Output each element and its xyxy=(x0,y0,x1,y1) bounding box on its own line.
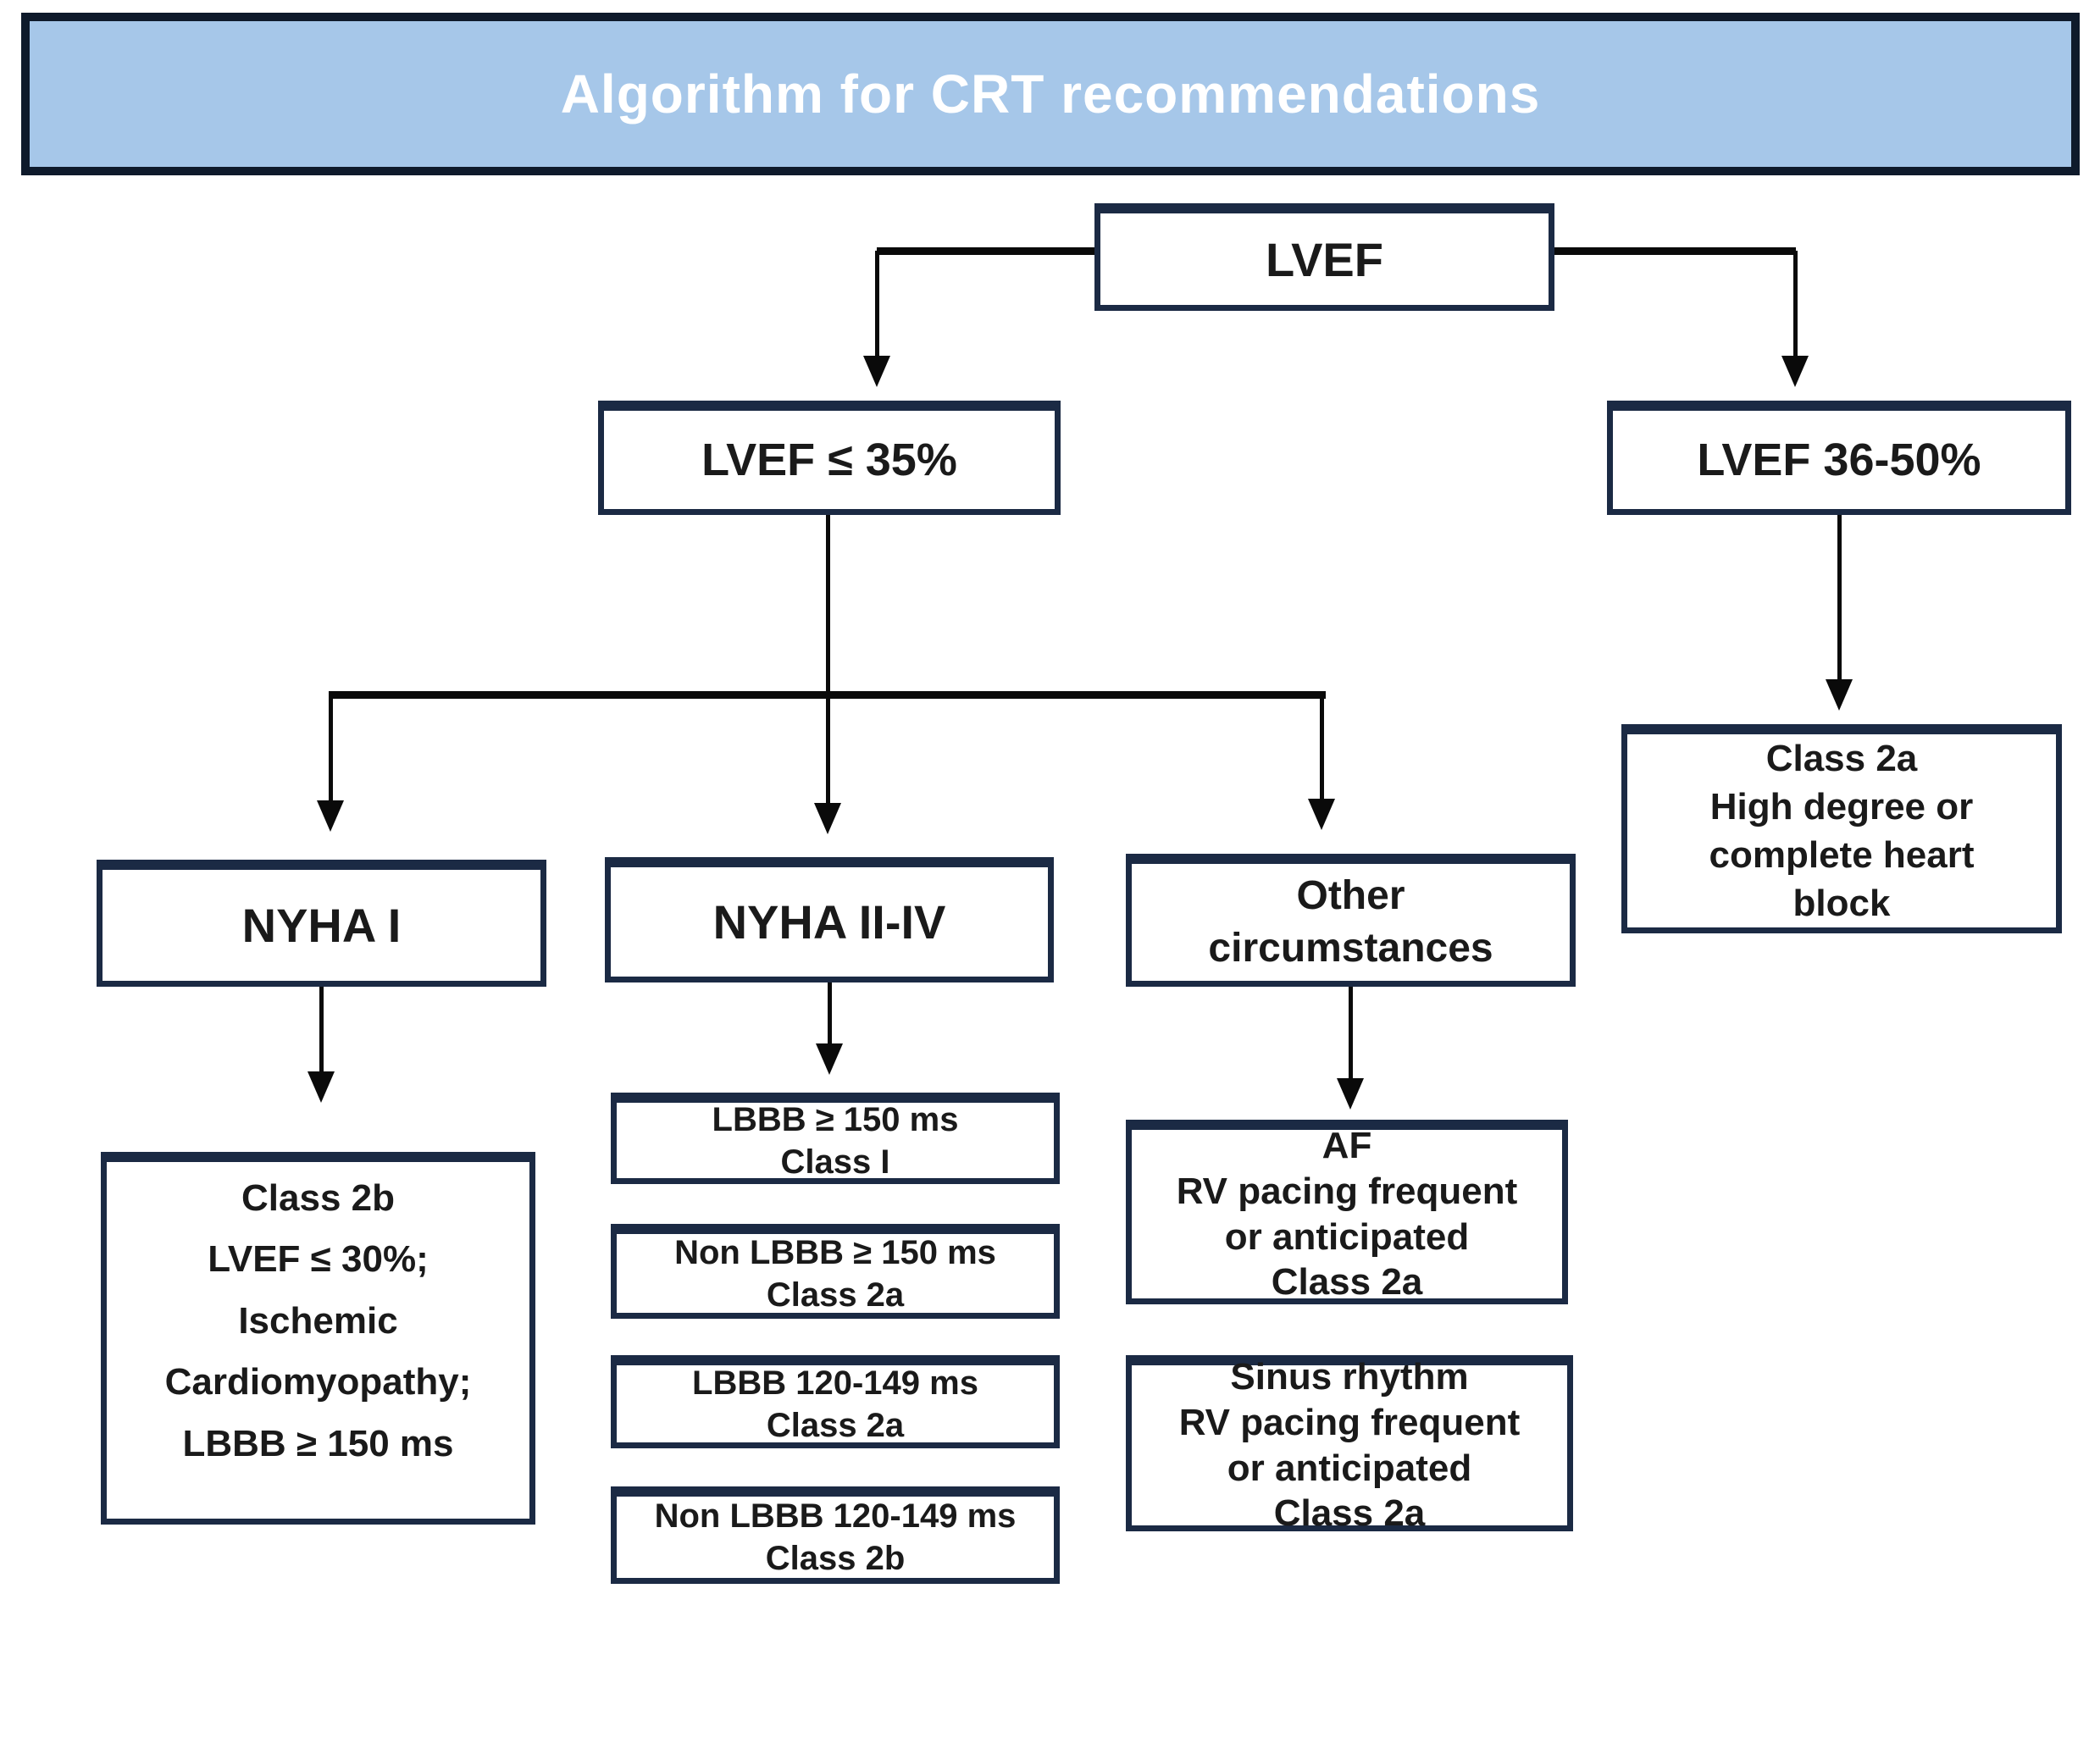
node-hdb-line-1: Class 2a xyxy=(1765,737,1918,779)
node-high-degree-block: Class 2a High degree or complete heart b… xyxy=(1621,724,2062,933)
node-sinus-line-2: RV pacing frequent xyxy=(1178,1401,1521,1443)
node-af-line-3: or anticipated xyxy=(1224,1215,1470,1258)
arrowhead-to-nyha-ii-iv xyxy=(814,803,841,834)
node-lvef: LVEF xyxy=(1094,203,1554,311)
node-lvef-label: LVEF xyxy=(1266,232,1383,286)
connector-lvef-right-vertical xyxy=(1793,251,1798,357)
connector-branch-horizontal xyxy=(329,691,1326,699)
node-other-circumstances: Other circumstances xyxy=(1126,854,1576,987)
node-class-2b-detail: Class 2b LVEF ≤ 30%; Ischemic Cardiomyop… xyxy=(101,1152,535,1525)
connector-le35-stem xyxy=(826,513,830,805)
connector-branch-left-vertical xyxy=(329,696,333,802)
node-non-lbbb-120-149: Non LBBB 120-149 ms Class 2b xyxy=(611,1486,1060,1584)
node-nyha-ii-iv: NYHA II-IV xyxy=(605,857,1054,982)
connector-lvef-left-vertical xyxy=(875,251,879,357)
connector-other-down xyxy=(1349,987,1353,1080)
arrowhead-to-lvef-le-35 xyxy=(863,356,890,387)
connector-branch-right-vertical xyxy=(1320,696,1324,800)
node-af: AF RV pacing frequent or anticipated Cla… xyxy=(1126,1120,1568,1304)
node-class2b-line-5: LBBB ≥ 150 ms xyxy=(182,1422,454,1464)
node-af-line-2: RV pacing frequent xyxy=(1176,1170,1518,1212)
node-class2b-line-3: Ischemic xyxy=(238,1299,398,1342)
connector-lvef-left-horizontal xyxy=(877,247,1096,255)
arrowhead-to-class-2b xyxy=(308,1071,335,1103)
arrowhead-to-lvef-36-50 xyxy=(1781,356,1809,387)
arrowhead-to-other-circumstances xyxy=(1308,799,1335,830)
connector-lvef-right-horizontal xyxy=(1553,247,1796,255)
node-hdb-line-3: complete heart xyxy=(1709,834,1975,876)
node-nonlbbb150-line-1: Non LBBB ≥ 150 ms xyxy=(674,1233,996,1271)
arrowhead-to-nyha-i xyxy=(317,800,344,832)
node-nonlbbb120-line-2: Class 2b xyxy=(765,1540,906,1577)
node-class2b-line-1: Class 2b xyxy=(241,1176,395,1219)
node-af-line-4: Class 2a xyxy=(1271,1261,1423,1303)
node-class2b-line-2: LVEF ≤ 30%; xyxy=(208,1238,429,1281)
node-sinus-line-1: Sinus rhythm xyxy=(1230,1356,1469,1398)
node-lbbb120-line-1: LBBB 120-149 ms xyxy=(692,1364,978,1402)
node-lvef-le-35: LVEF ≤ 35% xyxy=(598,401,1061,515)
arrowhead-to-high-degree-block xyxy=(1826,679,1853,711)
connector-nyha-ii-iv-down xyxy=(828,982,832,1045)
arrowhead-to-lbbb-150 xyxy=(816,1043,843,1075)
node-other-line-1: Other xyxy=(1296,872,1405,918)
node-lbbb120-line-2: Class 2a xyxy=(766,1406,905,1444)
node-nyha-i-label: NYHA I xyxy=(241,899,402,952)
node-af-line-1: AF xyxy=(1322,1125,1372,1167)
node-lbbb-120-149: LBBB 120-149 ms Class 2a xyxy=(611,1355,1060,1448)
node-class2b-line-4: Cardiomyopathy; xyxy=(164,1361,472,1403)
node-hdb-line-4: block xyxy=(1792,883,1891,925)
node-sinus-line-4: Class 2a xyxy=(1273,1492,1426,1535)
node-non-lbbb-ge-150: Non LBBB ≥ 150 ms Class 2a xyxy=(611,1224,1060,1319)
node-lbbb150-line-2: Class I xyxy=(780,1143,890,1181)
node-lvef-36-50: LVEF 36-50% xyxy=(1607,401,2071,515)
arrowhead-to-af xyxy=(1337,1078,1364,1110)
node-sinus-rhythm: Sinus rhythm RV pacing frequent or antic… xyxy=(1126,1355,1573,1534)
node-other-line-2: circumstances xyxy=(1208,926,1493,971)
connector-nyha-i-down xyxy=(319,987,324,1073)
header-bar: Algorithm for CRT recommendations xyxy=(21,13,2080,175)
node-lvef-36-50-label: LVEF 36-50% xyxy=(1697,434,1981,485)
node-lbbb-ge-150: LBBB ≥ 150 ms Class I xyxy=(611,1093,1060,1184)
node-lvef-le-35-label: LVEF ≤ 35% xyxy=(701,434,957,485)
node-nonlbbb120-line-1: Non LBBB 120-149 ms xyxy=(654,1497,1017,1535)
node-nonlbbb150-line-2: Class 2a xyxy=(766,1276,905,1314)
node-lbbb150-line-1: LBBB ≥ 150 ms xyxy=(712,1100,959,1138)
node-nyha-ii-iv-label: NYHA II-IV xyxy=(712,895,946,949)
connector-3650-down xyxy=(1837,515,1842,681)
node-sinus-line-3: or anticipated xyxy=(1227,1447,1472,1489)
node-nyha-i: NYHA I xyxy=(97,860,546,987)
page-title: Algorithm for CRT recommendations xyxy=(560,64,1541,125)
node-hdb-line-2: High degree or xyxy=(1709,785,1974,827)
